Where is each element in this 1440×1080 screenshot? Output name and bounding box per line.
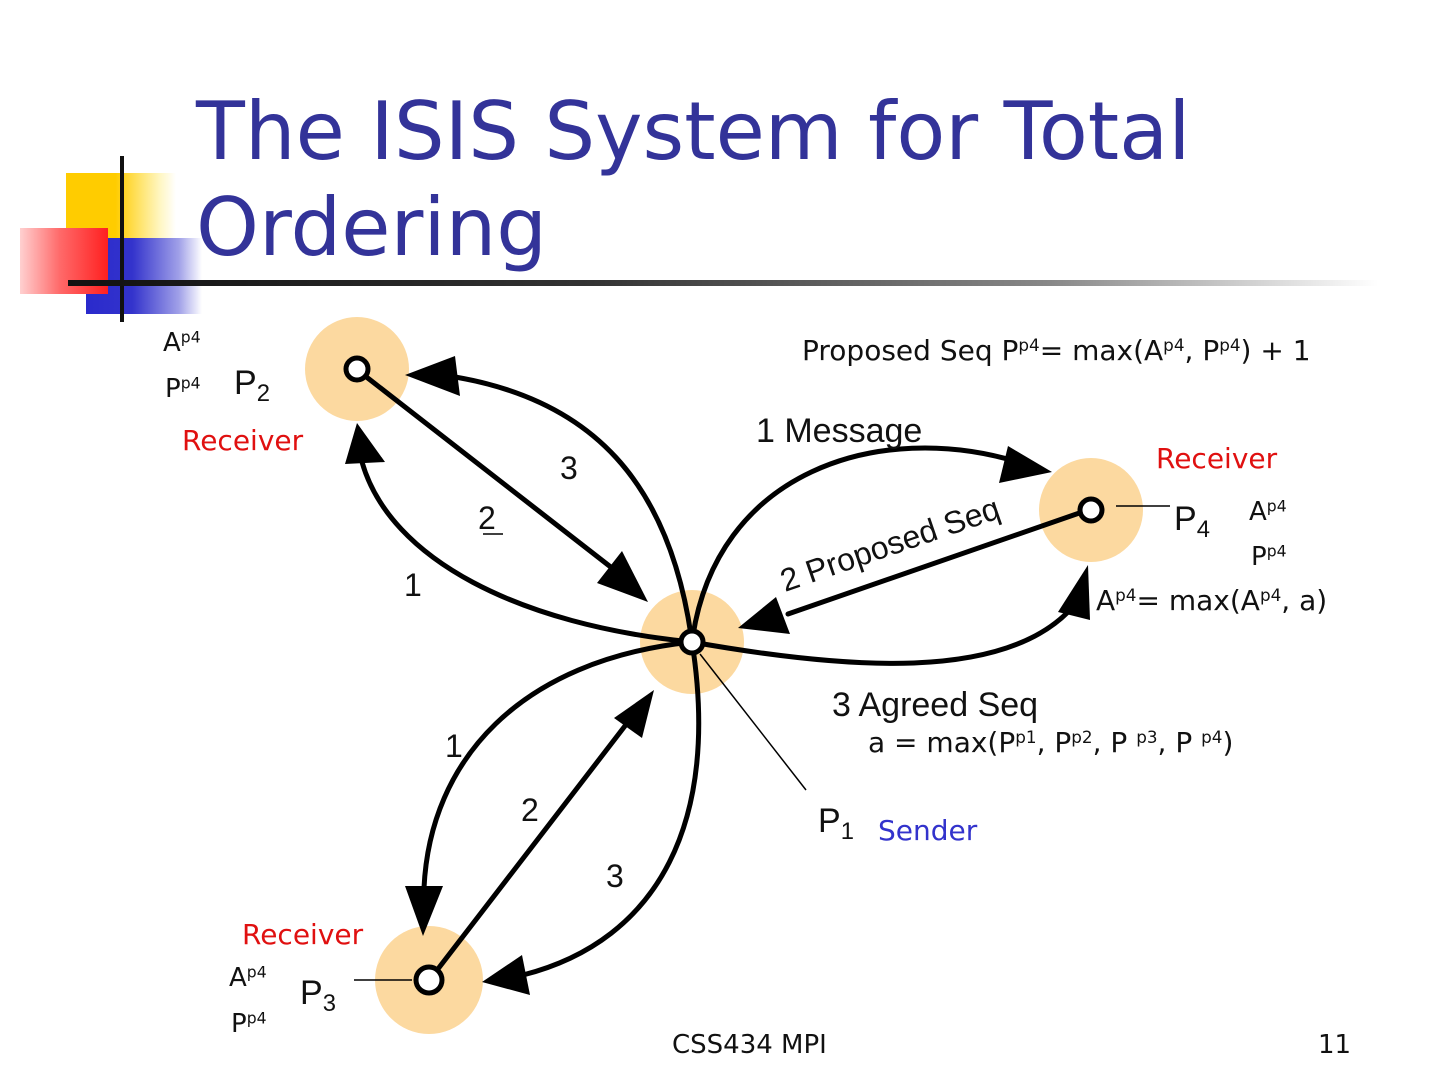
decor-vertical-line: [120, 156, 124, 322]
p2-node: [343, 355, 371, 383]
edge-label-p3-2: 2: [521, 792, 539, 828]
edge-p3-2: [428, 719, 631, 981]
p4-label: P4: [1174, 500, 1210, 544]
p4-role: Receiver: [1156, 442, 1278, 475]
edge-p4-2: [785, 507, 1091, 617]
edge-label-message: 1 Message: [756, 412, 923, 450]
edge-label-p3-3: 3: [606, 858, 624, 894]
p2-var-a: Ap4: [163, 328, 201, 358]
arrowhead-p2-3: [405, 356, 460, 396]
p1-node: [678, 628, 706, 656]
p1-label: P1: [818, 802, 854, 846]
p3-label: P3: [300, 974, 336, 1018]
arrowhead-p4-1: [999, 446, 1052, 483]
p4-node: [1077, 496, 1105, 524]
arrowheads: [345, 356, 1090, 995]
p3-node: [413, 964, 445, 996]
page-number: 11: [1318, 1030, 1352, 1060]
edge-label-p2-2: 2: [478, 500, 496, 536]
formula-agreed: a = max(Pp1, Pp2, P p3, P p4): [868, 726, 1234, 759]
edges: [357, 369, 1091, 981]
node-dots: [343, 355, 1105, 996]
edge-p3-3: [520, 639, 702, 978]
edge-p2-2: [357, 369, 615, 571]
edge-label-proposed-seq: 2 Proposed Seq: [776, 490, 1005, 599]
arrowhead-p4-3: [1058, 565, 1090, 620]
arrowhead-p3-2: [614, 690, 654, 738]
p3-var-a: Ap4: [229, 963, 267, 993]
edge-p2-3: [452, 374, 695, 645]
title-underline: [68, 280, 1378, 286]
edge-label-p2-3: 3: [560, 450, 578, 486]
edge-p4-3: [689, 609, 1071, 666]
formula-proposed: Proposed Seq Pp4= max(Ap4, Pp4) + 1: [802, 334, 1311, 367]
p2-var-p: Pp4: [165, 374, 201, 404]
arrowhead-p3-1: [405, 886, 443, 936]
arrowhead-p2-1: [345, 423, 385, 464]
arrowhead-p3-3: [482, 955, 530, 995]
slide-title: The ISIS System for Total Ordering: [196, 85, 1191, 274]
p3-role: Receiver: [242, 918, 364, 951]
edge-p3-1: [421, 639, 695, 891]
p2-label: P2: [234, 364, 270, 408]
arrowhead-p4-2: [738, 597, 790, 634]
formula-a4: Ap4= max(Ap4, a): [1096, 584, 1328, 617]
edge-p2-1: [359, 459, 695, 645]
arrowhead-p2-2: [597, 551, 648, 602]
p3-var-p: Pp4: [231, 1009, 267, 1039]
leader-p1: [699, 653, 807, 791]
p2-role: Receiver: [182, 424, 304, 457]
p1-role: Sender: [878, 814, 978, 847]
edge-label-p2-1: 1: [404, 567, 422, 603]
p4-var-a: Ap4: [1249, 497, 1287, 527]
footer-course: CSS434 MPI: [672, 1030, 827, 1060]
edge-label-p3-1: 1: [445, 728, 463, 764]
edge-label-agreed-seq: 3 Agreed Seq: [832, 686, 1039, 724]
edge-p4-1: [689, 445, 1021, 645]
leader-lines: [354, 505, 1170, 981]
p4-var-p: Pp4: [1251, 542, 1287, 572]
